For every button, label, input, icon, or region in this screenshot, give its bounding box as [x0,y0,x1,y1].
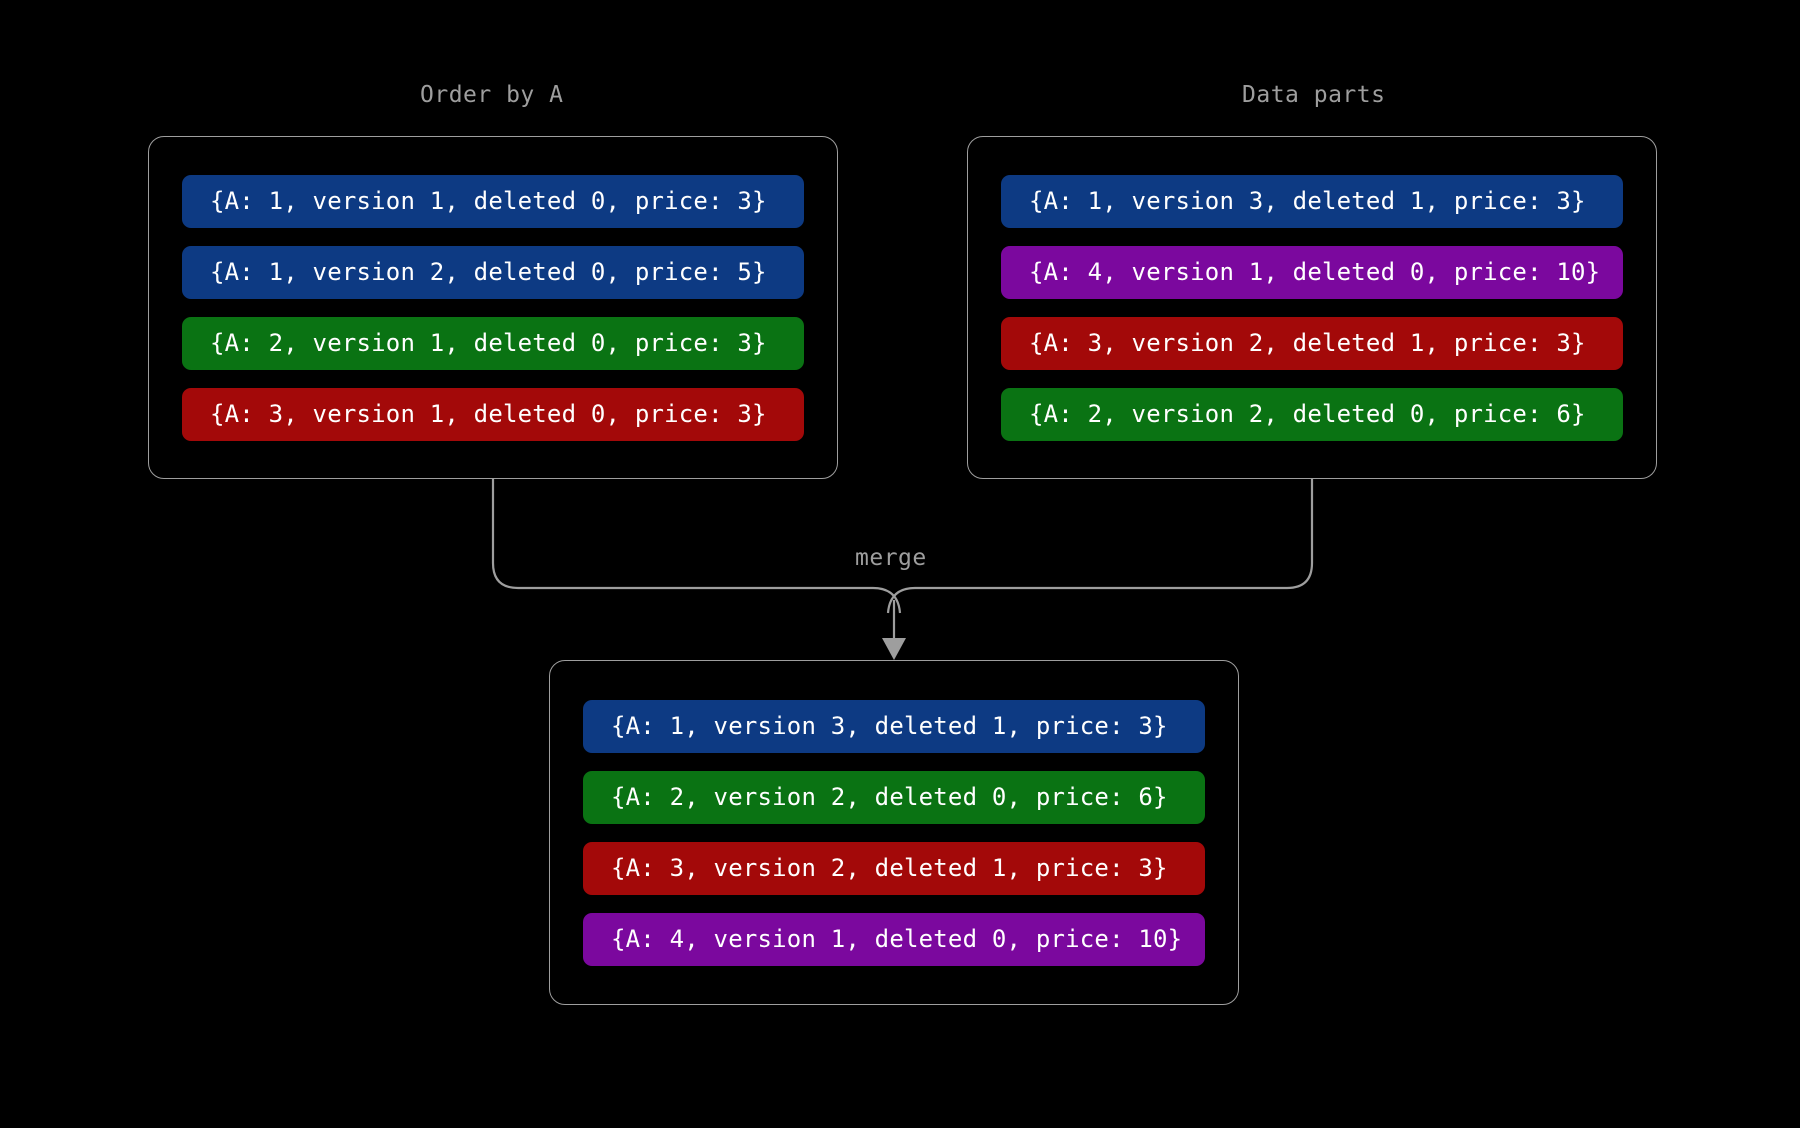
connector-from-order-by [491,479,902,614]
record-row: {A: 1, version 3, deleted 1, price: 3} [1001,174,1623,228]
record-row: {A: 3, version 1, deleted 0, price: 3} [182,387,804,441]
record-row: {A: 2, version 2, deleted 0, price: 6} [1001,387,1623,441]
group-title-data-parts: Data parts [1242,82,1386,108]
merge-edge-label: merge [855,545,927,571]
panel-merged-result: {A: 1, version 3, deleted 1, price: 3} {… [549,660,1239,1005]
record-row: {A: 3, version 2, deleted 1, price: 3} [1001,316,1623,370]
record-row: {A: 1, version 3, deleted 1, price: 3} [583,699,1205,753]
record-row: {A: 4, version 1, deleted 0, price: 10} [583,912,1205,966]
record-row: {A: 2, version 2, deleted 0, price: 6} [583,770,1205,824]
panel-data-parts: {A: 1, version 3, deleted 1, price: 3} {… [967,136,1657,479]
record-row: {A: 1, version 1, deleted 0, price: 3} [182,174,804,228]
down-arrow-icon [882,638,906,660]
group-title-order-by: Order by A [420,82,564,108]
record-row: {A: 4, version 1, deleted 0, price: 10} [1001,245,1623,299]
record-row: {A: 2, version 1, deleted 0, price: 3} [182,316,804,370]
record-row: {A: 1, version 2, deleted 0, price: 5} [182,245,804,299]
connector-from-data-parts [886,479,1314,614]
record-row: {A: 3, version 2, deleted 1, price: 3} [583,841,1205,895]
panel-order-by: {A: 1, version 1, deleted 0, price: 3} {… [148,136,838,479]
